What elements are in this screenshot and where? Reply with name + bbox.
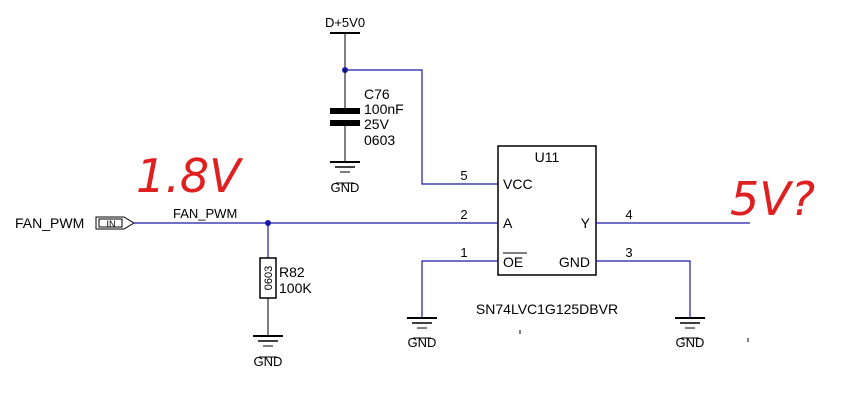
ground-symbol-oe: [407, 317, 437, 329]
ground-symbol-cap: [330, 161, 360, 173]
input-port-symbol: [95, 216, 135, 230]
ic-part-number: SN74LVC1G125DBVR: [476, 301, 618, 317]
gnd-label-resistor: GND: [254, 354, 283, 369]
gnd-label-ic: GND: [676, 335, 705, 350]
input-port-direction: IN: [107, 219, 116, 229]
oe-wire: [421, 260, 498, 318]
ic-body: [497, 145, 597, 276]
pin-name-vcc: VCC: [503, 176, 533, 192]
pin-number-1: 1: [460, 245, 467, 260]
cap-package: 0603: [364, 132, 395, 148]
gnd-label-cap: GND: [331, 180, 360, 195]
resistor-package: 0603: [263, 266, 275, 290]
cap-plate-top: [330, 108, 360, 114]
gnd-pin-wire: [596, 260, 691, 318]
pin-name-gnd: GND: [559, 254, 590, 270]
power-rail-label: D+5V0: [325, 15, 365, 30]
cap-value: 100nF: [364, 101, 404, 117]
vcc-wire: [345, 69, 498, 185]
pin-name-y: Y: [581, 215, 591, 231]
cap-plate-bottom: [330, 120, 360, 126]
annotation-output-level: 5V?: [730, 172, 815, 226]
gnd-label-oe: GND: [408, 335, 437, 350]
cap-ref: C76: [364, 86, 390, 102]
pin-name-oe: OE: [503, 254, 523, 270]
ground-symbol-ic: [675, 317, 705, 329]
pin-number-2: 2: [460, 207, 467, 222]
resistor-ref: R82: [279, 264, 305, 280]
ground-symbol-resistor: [253, 335, 283, 347]
pin-number-5: 5: [460, 168, 467, 183]
input-port-label: FAN_PWM: [15, 215, 84, 231]
annotation-input-level: 1.8V: [136, 149, 244, 203]
pin-number-3: 3: [625, 245, 632, 260]
input-port-inner: [98, 218, 123, 228]
pin-number-4: 4: [625, 207, 632, 222]
resistor-value: 100K: [279, 280, 312, 296]
ic-ref: U11: [535, 149, 560, 165]
cap-voltage: 25V: [364, 116, 390, 132]
pin-name-a: A: [503, 215, 513, 231]
net-label-fan-pwm: FAN_PWM: [173, 206, 237, 221]
